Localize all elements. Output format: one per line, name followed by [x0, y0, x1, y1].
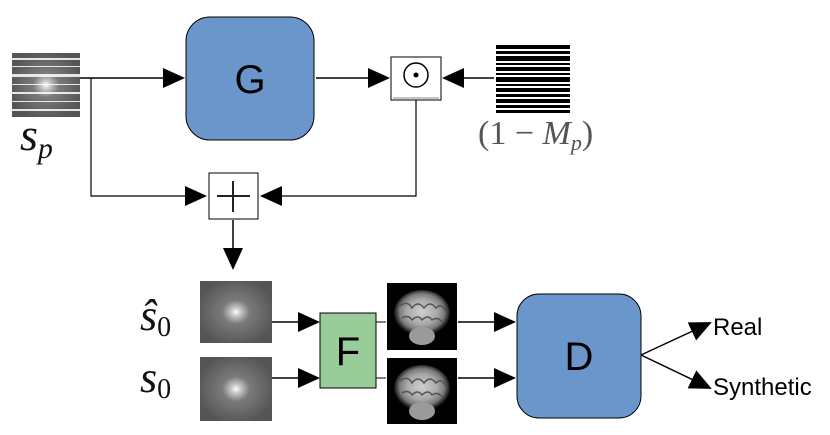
arrow-d-to-real	[640, 322, 712, 356]
arrow-sp-to-sum	[90, 78, 207, 206]
reconstructed-kspace-image	[200, 281, 272, 343]
generator-label: G	[234, 58, 265, 102]
output-synthetic-label: Synthetic	[713, 374, 812, 401]
arrow-product-to-sum	[260, 100, 417, 206]
mask-label: (1 − Mp)	[478, 115, 593, 155]
generator-block: G	[185, 16, 315, 141]
discriminator-block: D	[516, 293, 642, 419]
discriminator-label: D	[565, 335, 594, 379]
sp-label: sp	[20, 109, 53, 165]
arrow-d-to-synthetic	[640, 354, 712, 389]
s0-hat-label: ŝ0	[140, 291, 171, 343]
mask-image	[496, 45, 570, 113]
output-real-label: Real	[713, 314, 762, 341]
fully-sampled-kspace-image	[200, 357, 272, 421]
sum-operator	[208, 172, 259, 220]
fully-sampled-brain-image	[387, 358, 457, 424]
undersampled-kspace-image	[12, 53, 80, 117]
s0-label: s0	[140, 353, 171, 405]
fourier-block: F	[319, 312, 377, 389]
reconstructed-brain-image	[387, 283, 457, 350]
connectors	[80, 68, 712, 389]
elementwise-product-operator	[390, 56, 442, 101]
fourier-label: F	[336, 330, 360, 374]
